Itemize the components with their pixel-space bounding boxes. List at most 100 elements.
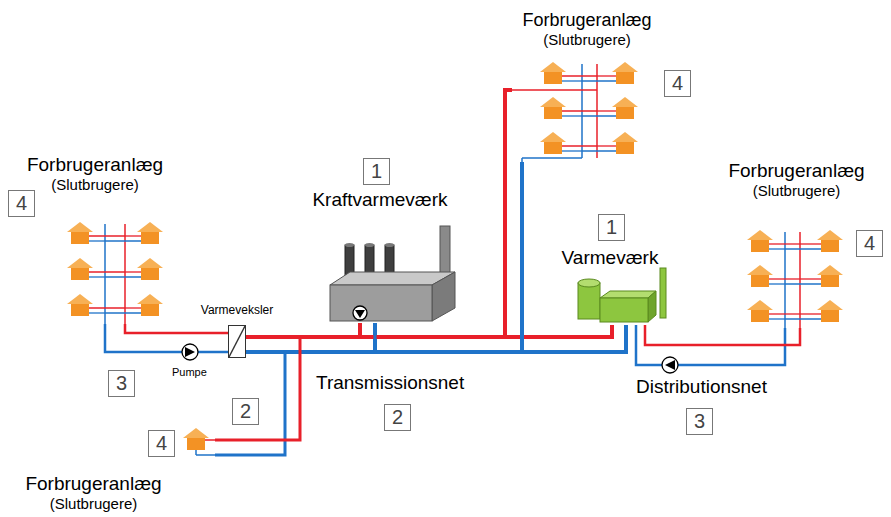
exchanger-plate [229, 326, 245, 357]
supply-pipe [360, 323, 612, 337]
house-pipe [512, 89, 597, 91]
node-sublabel: (Slutbrugere) [50, 495, 138, 512]
house-body [71, 232, 89, 244]
house-pipe [582, 150, 616, 151]
return-pipe [105, 324, 228, 352]
house-pipe [124, 224, 126, 324]
house-roof [67, 222, 93, 232]
house-body [544, 107, 562, 119]
house-body [616, 142, 634, 154]
pipe-pair [105, 324, 228, 352]
house-body [751, 240, 769, 252]
house-pipe [597, 75, 616, 76]
node-label: Varmeværk [562, 247, 659, 269]
heating-plant-node: Varmeværk [550, 245, 670, 325]
house-pipe [785, 248, 821, 249]
callout-number: 3 [686, 408, 713, 435]
house-body [544, 142, 562, 154]
house-roof [137, 222, 163, 232]
house-roof [540, 97, 566, 107]
callout-number: 2 [232, 398, 259, 425]
network-label: Pumpe [172, 366, 207, 379]
house-roof [747, 265, 773, 275]
house-pipe [769, 248, 785, 249]
house-body [71, 268, 89, 280]
house-pipe [785, 318, 821, 319]
house-roof [540, 132, 566, 142]
house-pipe [800, 278, 821, 279]
supply-pipe [125, 324, 228, 333]
node-sublabel: (Slutbrugere) [753, 182, 841, 199]
callout-number: 1 [363, 158, 390, 185]
pump-symbol [182, 344, 198, 360]
house-groups [67, 62, 843, 455]
house-roof [747, 300, 773, 310]
supply-pipe [645, 325, 800, 345]
house-body [751, 275, 769, 287]
house-pipe [582, 80, 616, 81]
house-pipe [800, 313, 821, 314]
house-body [821, 310, 839, 322]
callout-number: 2 [384, 404, 411, 431]
house-roof [67, 294, 93, 304]
house-pipe [562, 145, 597, 146]
house-body [141, 268, 159, 280]
house-roof [747, 230, 773, 240]
house-pipe [562, 150, 582, 151]
house-pipe [89, 240, 105, 241]
house-pipe [769, 243, 800, 244]
consumer-group: Forbrugeranlæg(Slutbrugere) [2, 152, 188, 324]
house-roof [183, 428, 209, 438]
house-pipe [89, 312, 105, 313]
node-sublabel: (Slutbrugere) [51, 176, 139, 193]
house-roof [137, 258, 163, 268]
house-pipe [597, 145, 616, 146]
heating-plant [578, 268, 666, 322]
house-pipe [104, 224, 106, 324]
node-label: Forbrugeranlæg [522, 10, 651, 31]
house-pipe [125, 235, 141, 236]
house-pipe [562, 80, 582, 81]
house-pipe [562, 75, 597, 76]
callout-number: 4 [148, 430, 175, 457]
callout-number: 3 [108, 370, 135, 397]
house-pipe [769, 283, 785, 284]
pump-symbol [662, 357, 678, 373]
house-pipe [105, 312, 141, 313]
house-body [616, 72, 634, 84]
house-body [141, 304, 159, 316]
callout-number: 4 [8, 190, 35, 217]
house-pipe [125, 271, 141, 272]
house-roof [612, 62, 638, 72]
house-pipe [105, 276, 141, 277]
node-label: Varmeveksler [201, 304, 273, 318]
house-pipe [89, 235, 125, 236]
house-pipe [785, 283, 821, 284]
house-pipe [196, 454, 215, 456]
house-pipe [522, 157, 582, 159]
house-pipe [562, 115, 582, 116]
house-pipe [769, 278, 800, 279]
house-roof [612, 132, 638, 142]
house-body [821, 275, 839, 287]
node-label: Forbrugeranlæg [728, 160, 864, 182]
callout-number: 4 [856, 230, 883, 257]
house-body [751, 310, 769, 322]
chp-plant-node: Kraftvarmeværk [295, 188, 465, 323]
heat-exchanger: Varmeveksler [228, 325, 246, 358]
house-pipe [105, 240, 141, 241]
house-roof [67, 258, 93, 268]
house-roof [817, 265, 843, 275]
house-pipe [205, 439, 215, 441]
house-body [821, 240, 839, 252]
house-body [544, 72, 562, 84]
chp-plant [330, 226, 455, 321]
callout-number: 1 [598, 214, 625, 241]
house-pipe [582, 115, 616, 116]
house-roof [137, 294, 163, 304]
consumer-group: Forbrugeranlæg(Slutbrugere) [512, 8, 662, 162]
house-roof [612, 97, 638, 107]
house-roof [540, 62, 566, 72]
house-body [616, 107, 634, 119]
